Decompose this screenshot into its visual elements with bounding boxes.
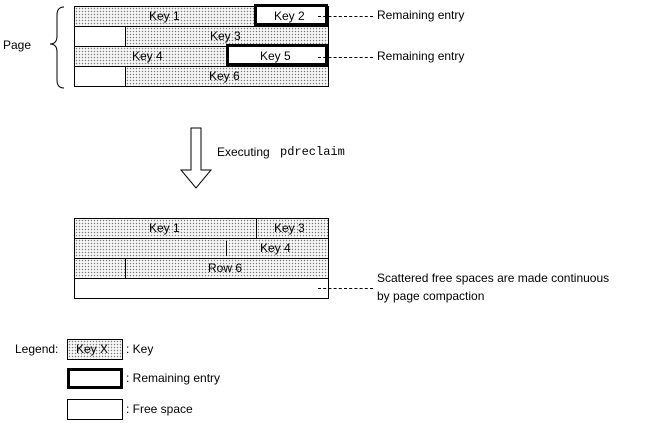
remaining-entry-callout: Remaining entry [377,8,465,22]
executing-label: Executing [217,145,270,159]
key5-remaining-entry: Key 5 [226,44,328,66]
legend-free-desc: : Free space [126,402,193,416]
contiguous-free-space [74,278,329,299]
row6-label: Row 6 [208,261,243,275]
key5-label: Key 5 [260,49,291,63]
key3-label: Key 3 [210,29,241,43]
legend-remaining-desc: : Remaining entry [126,371,221,385]
key2-label: Key 2 [274,9,305,23]
callout-line [318,57,373,58]
legend-key-swatch: Key X [67,339,123,360]
legend-key-desc: : Key [126,342,154,356]
key3-entry: Key 3 [257,219,328,238]
key1-entry: Key 1 [75,219,257,238]
key4-label: Key 4 [260,241,291,255]
legend-remaining-swatch [67,368,123,389]
page-label: Page [3,38,32,52]
compacted-row-1: Key 1 Key 3 [74,218,329,239]
page-brace [49,6,65,89]
key4-entry: Key 4 [75,239,328,258]
compaction-note-line2: by page compaction [377,289,485,303]
remaining-entry-callout: Remaining entry [377,49,465,63]
down-arrow-icon [179,127,213,189]
callout-line [318,288,373,289]
key6-entry: Key 6 [126,67,328,86]
key3-label: Key 3 [274,221,305,235]
legend-key-sample: Key X [76,342,109,356]
key1-label: Key 1 [149,221,180,235]
key2-remaining-entry: Key 2 [254,4,328,26]
legend-free-swatch [67,399,123,420]
compacted-row-2: Key 4 [74,238,329,259]
command-name: pdreclaim [280,145,345,159]
free-space-cell [75,27,126,46]
compacted-row-3: Row 6 [74,258,329,279]
callout-line [318,16,373,17]
entry-divider [226,241,227,256]
key4-label: Key 4 [132,49,163,63]
key1-label: Key 1 [149,9,180,23]
key-entry-tail [75,259,126,278]
legend-title: Legend: [15,342,59,356]
key3-entry: Key 3 [126,27,328,46]
key6-label: Key 6 [209,69,240,83]
free-space-cell [75,67,126,86]
compaction-note-line1: Scattered free spaces are made continuou… [377,271,610,285]
page-row-4: Key 6 [74,66,329,87]
row6-entry: Row 6 [126,259,328,278]
